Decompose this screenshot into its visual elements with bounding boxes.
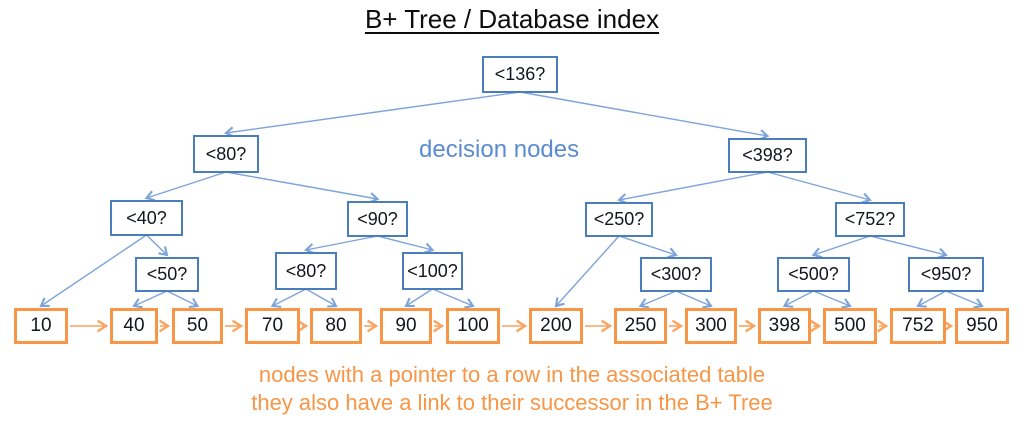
leaf-node-950: 950 (955, 308, 1009, 344)
leaf-caption: nodes with a pointer to a row in the ass… (0, 361, 1024, 417)
leaf-node-100: 100 (446, 308, 500, 344)
tree-edge-d50-l40 (132, 290, 168, 309)
leaf-node-398: 398 (758, 308, 811, 344)
leaf-node-90: 90 (380, 308, 432, 344)
leaf-node-300: 300 (685, 308, 737, 344)
tree-edge-d90-d100 (377, 235, 435, 254)
decision-node-100: <100? (402, 252, 463, 290)
tree-edge-d90-d80b (304, 235, 378, 255)
leaf-caption-line-1: nodes with a pointer to a row in the ass… (258, 362, 766, 387)
leaf-caption-line-2: they also have a link to their successor… (251, 390, 773, 415)
tree-edge-d136-d398 (519, 91, 770, 141)
leaf-node-50: 50 (172, 308, 223, 344)
leaf-node-250: 250 (614, 308, 667, 344)
leaf-node-40: 40 (110, 308, 158, 344)
decision-node-80: <80? (193, 135, 259, 173)
decision-node-40: <40? (110, 200, 183, 236)
decision-node-398: <398? (728, 138, 807, 173)
decision-node-90: <90? (347, 201, 408, 237)
leaf-node-70: 70 (245, 308, 300, 344)
tree-edge-d950-l950 (945, 290, 984, 309)
leaf-node-200: 200 (529, 308, 583, 344)
leaf-node-752: 752 (890, 308, 946, 344)
leaf-node-80: 80 (310, 308, 362, 344)
tree-edge-d500-l500 (813, 290, 852, 309)
decision-node-136: <136? (482, 56, 558, 93)
tree-edge-d80-d90 (225, 171, 380, 204)
decision-nodes-label: decision nodes (419, 136, 580, 163)
decision-node-752: <752? (835, 202, 905, 237)
tree-edge-d50-l50 (166, 290, 200, 309)
tree-edge-d40-d50 (146, 234, 169, 257)
tree-edge-d100-l90 (404, 288, 433, 308)
decision-node-50: <50? (135, 257, 199, 292)
diagram-title: B+ Tree / Database index (364, 4, 660, 34)
leaf-node-500: 500 (823, 308, 877, 344)
tree-edge-d950-l752 (916, 290, 947, 308)
tree-edge-d100-l100 (432, 288, 475, 309)
leaf-node-10: 10 (14, 308, 68, 344)
tree-edge-d250-d300 (618, 235, 678, 259)
tree-edge-d250-l200 (554, 235, 620, 308)
tree-edge-d752-d500 (811, 235, 871, 259)
tree-edge-d398-d752 (767, 171, 872, 204)
tree-edge-d40-l10 (39, 234, 147, 308)
tree-edge-d300-l250 (638, 290, 677, 309)
decision-node-300: <300? (640, 257, 712, 292)
tree-edge-d500-l398 (782, 290, 814, 308)
decision-node-950: <950? (908, 257, 984, 292)
tree-edge-d136-d80 (224, 91, 521, 138)
tree-edge-d752-d950 (869, 235, 948, 259)
decision-node-80: <80? (275, 252, 337, 290)
tree-edge-d80b-l80 (305, 288, 338, 308)
tree-edge-d398-d250 (617, 171, 768, 205)
tree-edge-d300-l300 (675, 290, 713, 309)
decision-node-250: <250? (585, 202, 653, 237)
decision-node-500: <500? (777, 257, 850, 292)
tree-edge-d80-d40 (144, 171, 227, 202)
tree-edge-d80b-l70 (270, 288, 307, 308)
